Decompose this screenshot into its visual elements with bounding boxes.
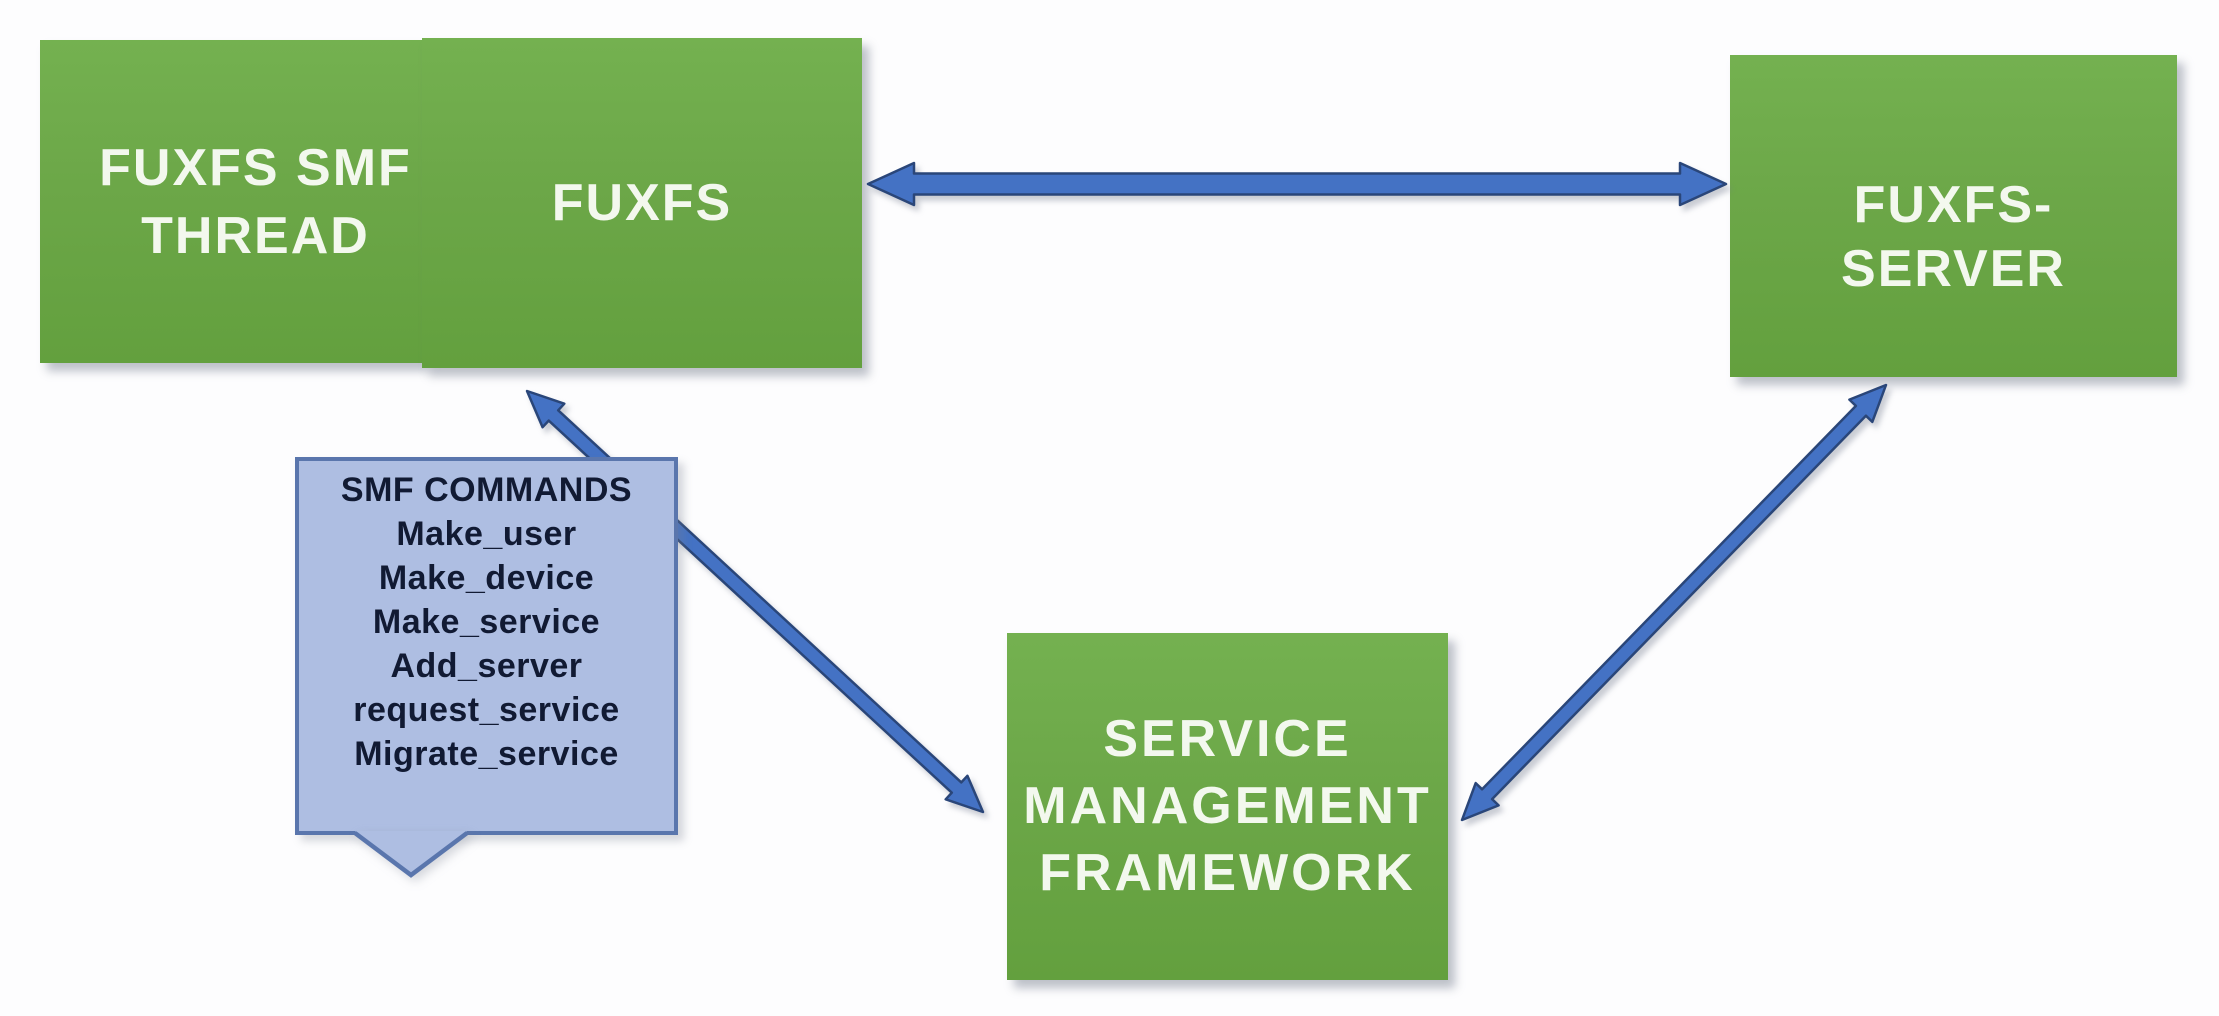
node-service-management-framework: SERVICE MANAGEMENT FRAMEWORK	[1007, 633, 1448, 980]
node-fuxfs: FUXFS	[422, 38, 862, 368]
node-fuxfs-server: FUXFS- SERVER	[1730, 55, 2177, 377]
node-label-line: MANAGEMENT	[1023, 777, 1432, 835]
node-label-line: FUXFS SMF	[99, 138, 412, 197]
callout-tail-fill	[355, 831, 467, 875]
callout-command: Migrate_service	[354, 735, 619, 773]
callout-tail-edge	[353, 831, 469, 878]
smf-commands-callout: SMF COMMANDS Make_user Make_device Make_…	[295, 457, 678, 887]
callout-command: Make_service	[372, 603, 601, 641]
callout-command: Add_server	[390, 647, 583, 685]
node-label-line: SERVICE	[1103, 710, 1352, 768]
arrow-fuxfs-fuxfs-server	[866, 161, 1728, 207]
callout-command: Make_user	[396, 515, 577, 553]
arrow-smf-framework-fuxfs-server	[1460, 383, 1888, 822]
node-label-line: FUXFS	[551, 174, 733, 232]
node-label-line: FRAMEWORK	[1039, 844, 1416, 902]
callout-title: SMF COMMANDS	[340, 471, 633, 509]
callout-command: request_service	[353, 691, 620, 729]
node-label-line: SERVER	[1841, 240, 2066, 298]
node-fuxfs-smf-thread: FUXFS SMF THREAD	[40, 40, 423, 363]
node-label-line: THREAD	[141, 206, 370, 265]
callout-command: Make_device	[378, 559, 595, 597]
smf-commands-callout-body: SMF COMMANDS Make_user Make_device Make_…	[295, 457, 678, 835]
node-label-line: FUXFS-	[1853, 176, 2054, 234]
callout-tail-pointer	[353, 831, 469, 878]
